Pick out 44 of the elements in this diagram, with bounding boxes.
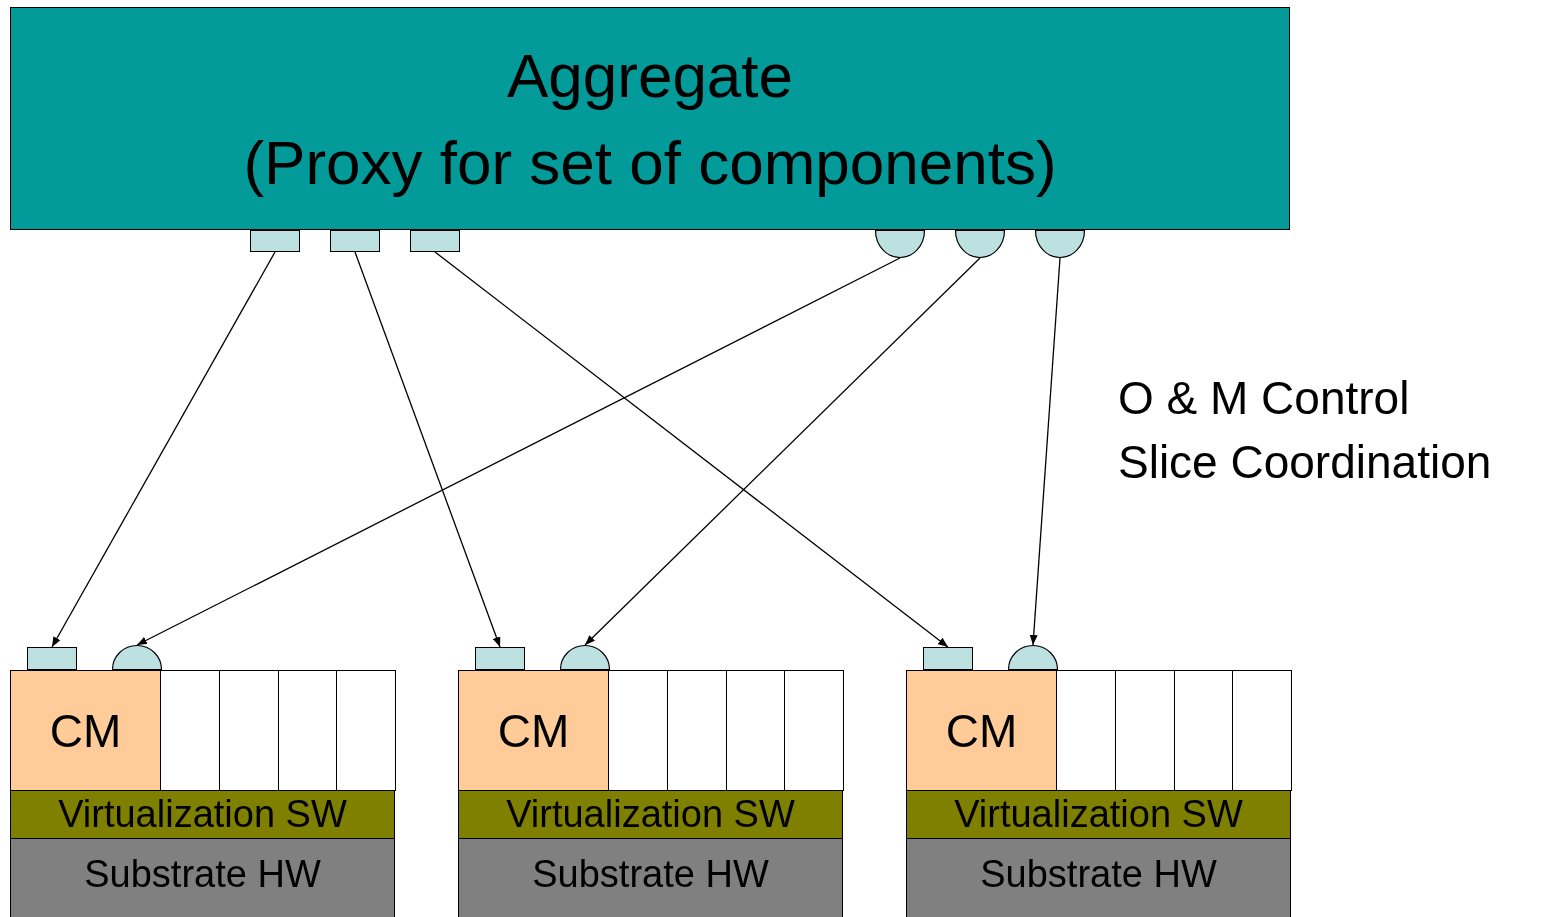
port-semicircle <box>1008 645 1058 670</box>
node-title: Substrate HW <box>84 852 321 897</box>
arrow <box>51 251 276 648</box>
arrow <box>584 257 981 646</box>
slot-box <box>784 670 844 791</box>
virtualization-layer <box>458 790 843 839</box>
node-title: Virtualization SW <box>954 792 1243 837</box>
port-semicircle <box>875 230 925 258</box>
arrow <box>136 257 901 646</box>
cm-block <box>458 670 609 791</box>
arrow <box>1029 257 1061 646</box>
node-title: Virtualization SW <box>58 792 347 837</box>
annotation-text: Slice Coordination <box>1118 435 1492 490</box>
cm-block <box>906 670 1057 791</box>
node-title: Substrate HW <box>980 852 1217 897</box>
virtualization-layer <box>10 790 395 839</box>
port-box <box>410 230 460 252</box>
port-box <box>330 230 380 252</box>
port-box <box>250 230 300 252</box>
port-semicircle <box>1035 230 1085 258</box>
node-title: Substrate HW <box>532 852 769 897</box>
node-title: Virtualization SW <box>506 792 795 837</box>
port-semicircle <box>112 645 162 670</box>
arrow <box>434 251 949 648</box>
node-title: CM <box>945 703 1018 759</box>
arrow <box>354 251 501 648</box>
node-title: CM <box>497 703 570 759</box>
node-subtitle: (Proxy for set of components) <box>243 126 1057 199</box>
port-semicircle <box>955 230 1005 258</box>
slot-box <box>1232 670 1292 791</box>
aggregate-box <box>10 7 1290 230</box>
annotation-text: O & M Control <box>1118 371 1410 426</box>
node-title: CM <box>49 703 122 759</box>
hardware-layer <box>906 838 1291 917</box>
port-box <box>475 647 525 670</box>
port-semicircle <box>560 645 610 670</box>
port-box <box>27 647 77 670</box>
port-box <box>923 647 973 670</box>
hardware-layer <box>458 838 843 917</box>
cm-block <box>10 670 161 791</box>
virtualization-layer <box>906 790 1291 839</box>
node-title: Aggregate <box>506 39 794 112</box>
hardware-layer <box>10 838 395 917</box>
slot-box <box>336 670 396 791</box>
